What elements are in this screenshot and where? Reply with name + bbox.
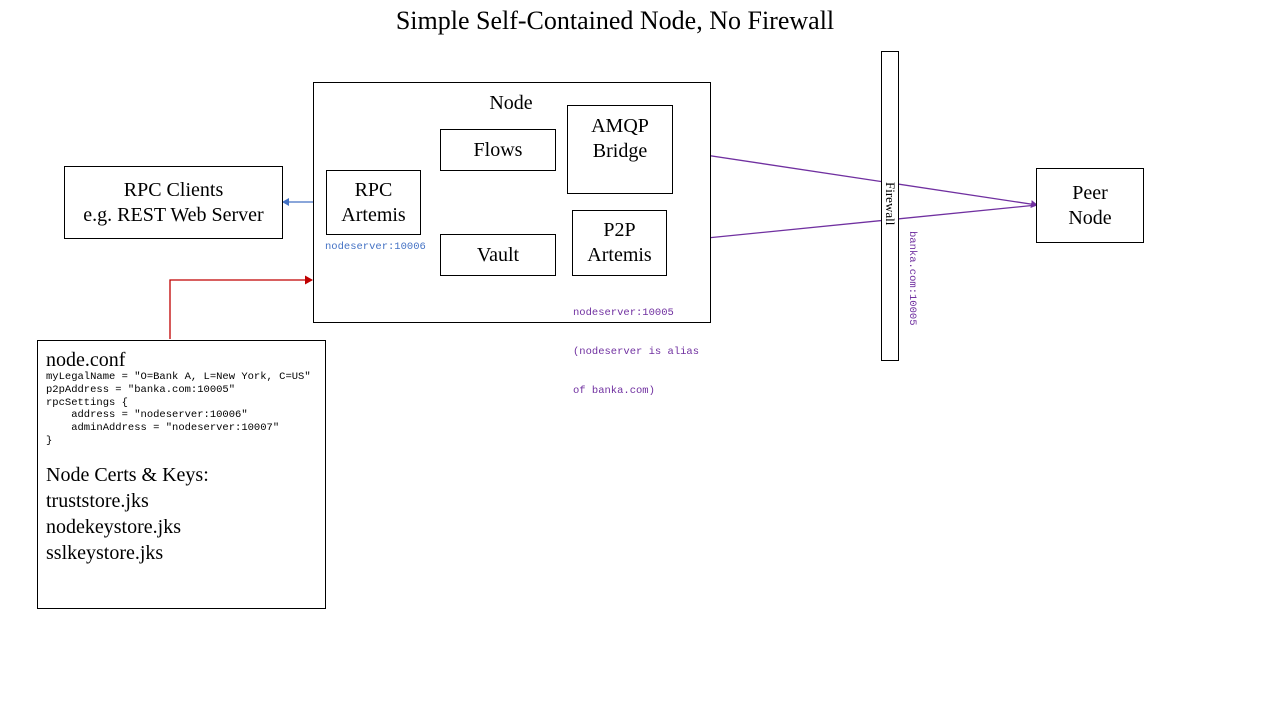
rpc-clients-label-line1: RPC Clients bbox=[123, 178, 224, 201]
amqp-bridge-label-line1: AMQP bbox=[591, 115, 649, 137]
config-line: address = "nodeserver:10006" bbox=[46, 409, 248, 422]
amqp-bridge-label-line2: Bridge bbox=[592, 140, 648, 162]
config-line: } bbox=[46, 434, 53, 447]
firewall-address-label: banka.com:10005 bbox=[906, 231, 918, 326]
certs-heading: Node Certs & Keys: bbox=[46, 463, 209, 486]
p2p-address-note: nodeserver:10005 (nodeserver is alias of… bbox=[573, 281, 699, 411]
cert-file: truststore.jks bbox=[46, 489, 149, 512]
firewall-label: Firewall bbox=[883, 182, 898, 226]
vault-label: Vault bbox=[476, 243, 520, 266]
config-to-node-arrow bbox=[169, 275, 313, 339]
rpc-address-label: nodeserver:10006 bbox=[325, 241, 426, 253]
rpc-artemis-label-line2: Artemis bbox=[341, 203, 406, 226]
peer-node-box: Peer Node bbox=[1036, 168, 1144, 243]
rpc-clients-box: RPC Clients e.g. REST Web Server bbox=[64, 166, 283, 239]
flows-box: Flows bbox=[440, 129, 556, 171]
config-filename: node.conf bbox=[46, 349, 126, 371]
flows-label: Flows bbox=[473, 138, 523, 161]
config-line: myLegalName = "O=Bank A, L=New York, C=U… bbox=[46, 371, 311, 383]
p2p-artemis-box: P2P Artemis bbox=[572, 210, 667, 276]
config-lines: myLegalName = "O=Bank A, L=New York, C=U… bbox=[46, 371, 317, 448]
diagram-title: Simple Self-Contained Node, No Firewall bbox=[395, 6, 835, 35]
p2p-alias-line: (nodeserver is alias bbox=[573, 346, 700, 358]
p2p-alias-line: of banka.com) bbox=[573, 385, 655, 397]
rpc-artemis-box: RPC Artemis bbox=[326, 170, 421, 235]
firewall-box: Firewall bbox=[881, 51, 899, 361]
node-label: Node bbox=[489, 92, 533, 114]
peer-node-label-line1: Peer bbox=[1072, 181, 1108, 204]
vault-box: Vault bbox=[440, 234, 556, 276]
rpc-artemis-label-line1: RPC bbox=[354, 178, 393, 201]
config-line: adminAddress = "nodeserver:10007" bbox=[46, 422, 280, 435]
p2p-address-line: nodeserver:10005 bbox=[573, 307, 674, 319]
config-line: rpcSettings { bbox=[46, 396, 128, 409]
config-panel: node.conf myLegalName = "O=Bank A, L=New… bbox=[37, 340, 326, 609]
p2p-artemis-label-line2: Artemis bbox=[587, 244, 652, 266]
amqp-bridge-box: AMQP Bridge bbox=[567, 105, 673, 194]
peer-node-label-line2: Node bbox=[1068, 206, 1112, 229]
p2p-artemis-label-line1: P2P bbox=[603, 219, 636, 241]
bridge-to-peer-arrow bbox=[671, 149, 1038, 209]
cert-file: nodekeystore.jks bbox=[46, 515, 181, 538]
cert-file: sslkeystore.jks bbox=[46, 541, 164, 564]
peer-to-p2p-artemis-arrow bbox=[666, 204, 1038, 246]
rpc-clients-label-line2: e.g. REST Web Server bbox=[83, 203, 264, 226]
config-line: p2pAddress = "banka.com:10005" bbox=[46, 383, 236, 396]
